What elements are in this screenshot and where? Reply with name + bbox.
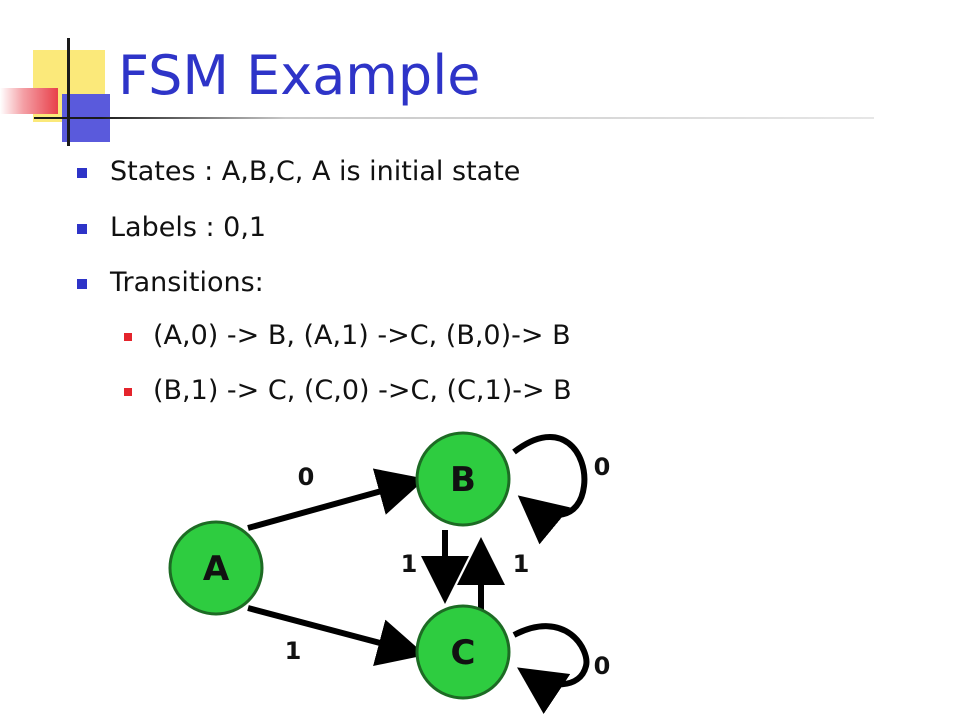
bullet-text: Transitions:: [110, 267, 264, 298]
bullet-square-icon: [77, 279, 87, 289]
bullet-square-icon: [77, 168, 87, 178]
state-node-a: [168, 520, 264, 616]
edge-label-b-b: 0: [594, 453, 611, 481]
edge-label-c-c: 0: [594, 652, 611, 680]
state-node-c: [415, 604, 511, 700]
sub-bullet-item: (B,1) -> C, (C,0) ->C, (C,1)-> B: [124, 375, 572, 406]
slide-title: FSM Example: [118, 44, 481, 107]
bullet-item: States : A,B,C, A is initial state: [77, 156, 521, 187]
bullet-text: States : A,B,C, A is initial state: [110, 156, 521, 187]
edge-label-b-c: 1: [401, 550, 418, 578]
edge-a-to-b: [247, 468, 426, 531]
edge-b-self-loop: [512, 434, 588, 545]
edge-c-self-loop: [512, 623, 590, 714]
sub-bullet-text: (A,0) -> B, (A,1) ->C, (B,0)-> B: [153, 320, 571, 351]
node-label-b: B: [450, 460, 476, 500]
bullet-text: Labels : 0,1: [110, 212, 267, 243]
sub-bullet-square-icon: [124, 388, 132, 396]
title-underline: [34, 117, 874, 119]
edge-label-c-b: 1: [513, 550, 530, 578]
bullet-item: Transitions:: [77, 267, 264, 298]
sub-bullet-text: (B,1) -> C, (C,0) ->C, (C,1)-> B: [153, 375, 572, 406]
edge-label-a-c: 1: [285, 637, 302, 665]
logo-red-bar: [0, 88, 58, 114]
sub-bullet-square-icon: [124, 333, 132, 341]
edge-label-a-b: 0: [298, 463, 315, 491]
bullet-item: Labels : 0,1: [77, 212, 267, 243]
sub-bullet-item: (A,0) -> B, (A,1) ->C, (B,0)-> B: [124, 320, 571, 351]
node-label-a: A: [203, 549, 230, 589]
logo-vertical-line: [67, 38, 70, 146]
node-label-c: C: [451, 633, 476, 673]
state-node-b: [415, 431, 511, 527]
bullet-square-icon: [77, 224, 87, 234]
edge-a-to-c: [247, 605, 426, 666]
